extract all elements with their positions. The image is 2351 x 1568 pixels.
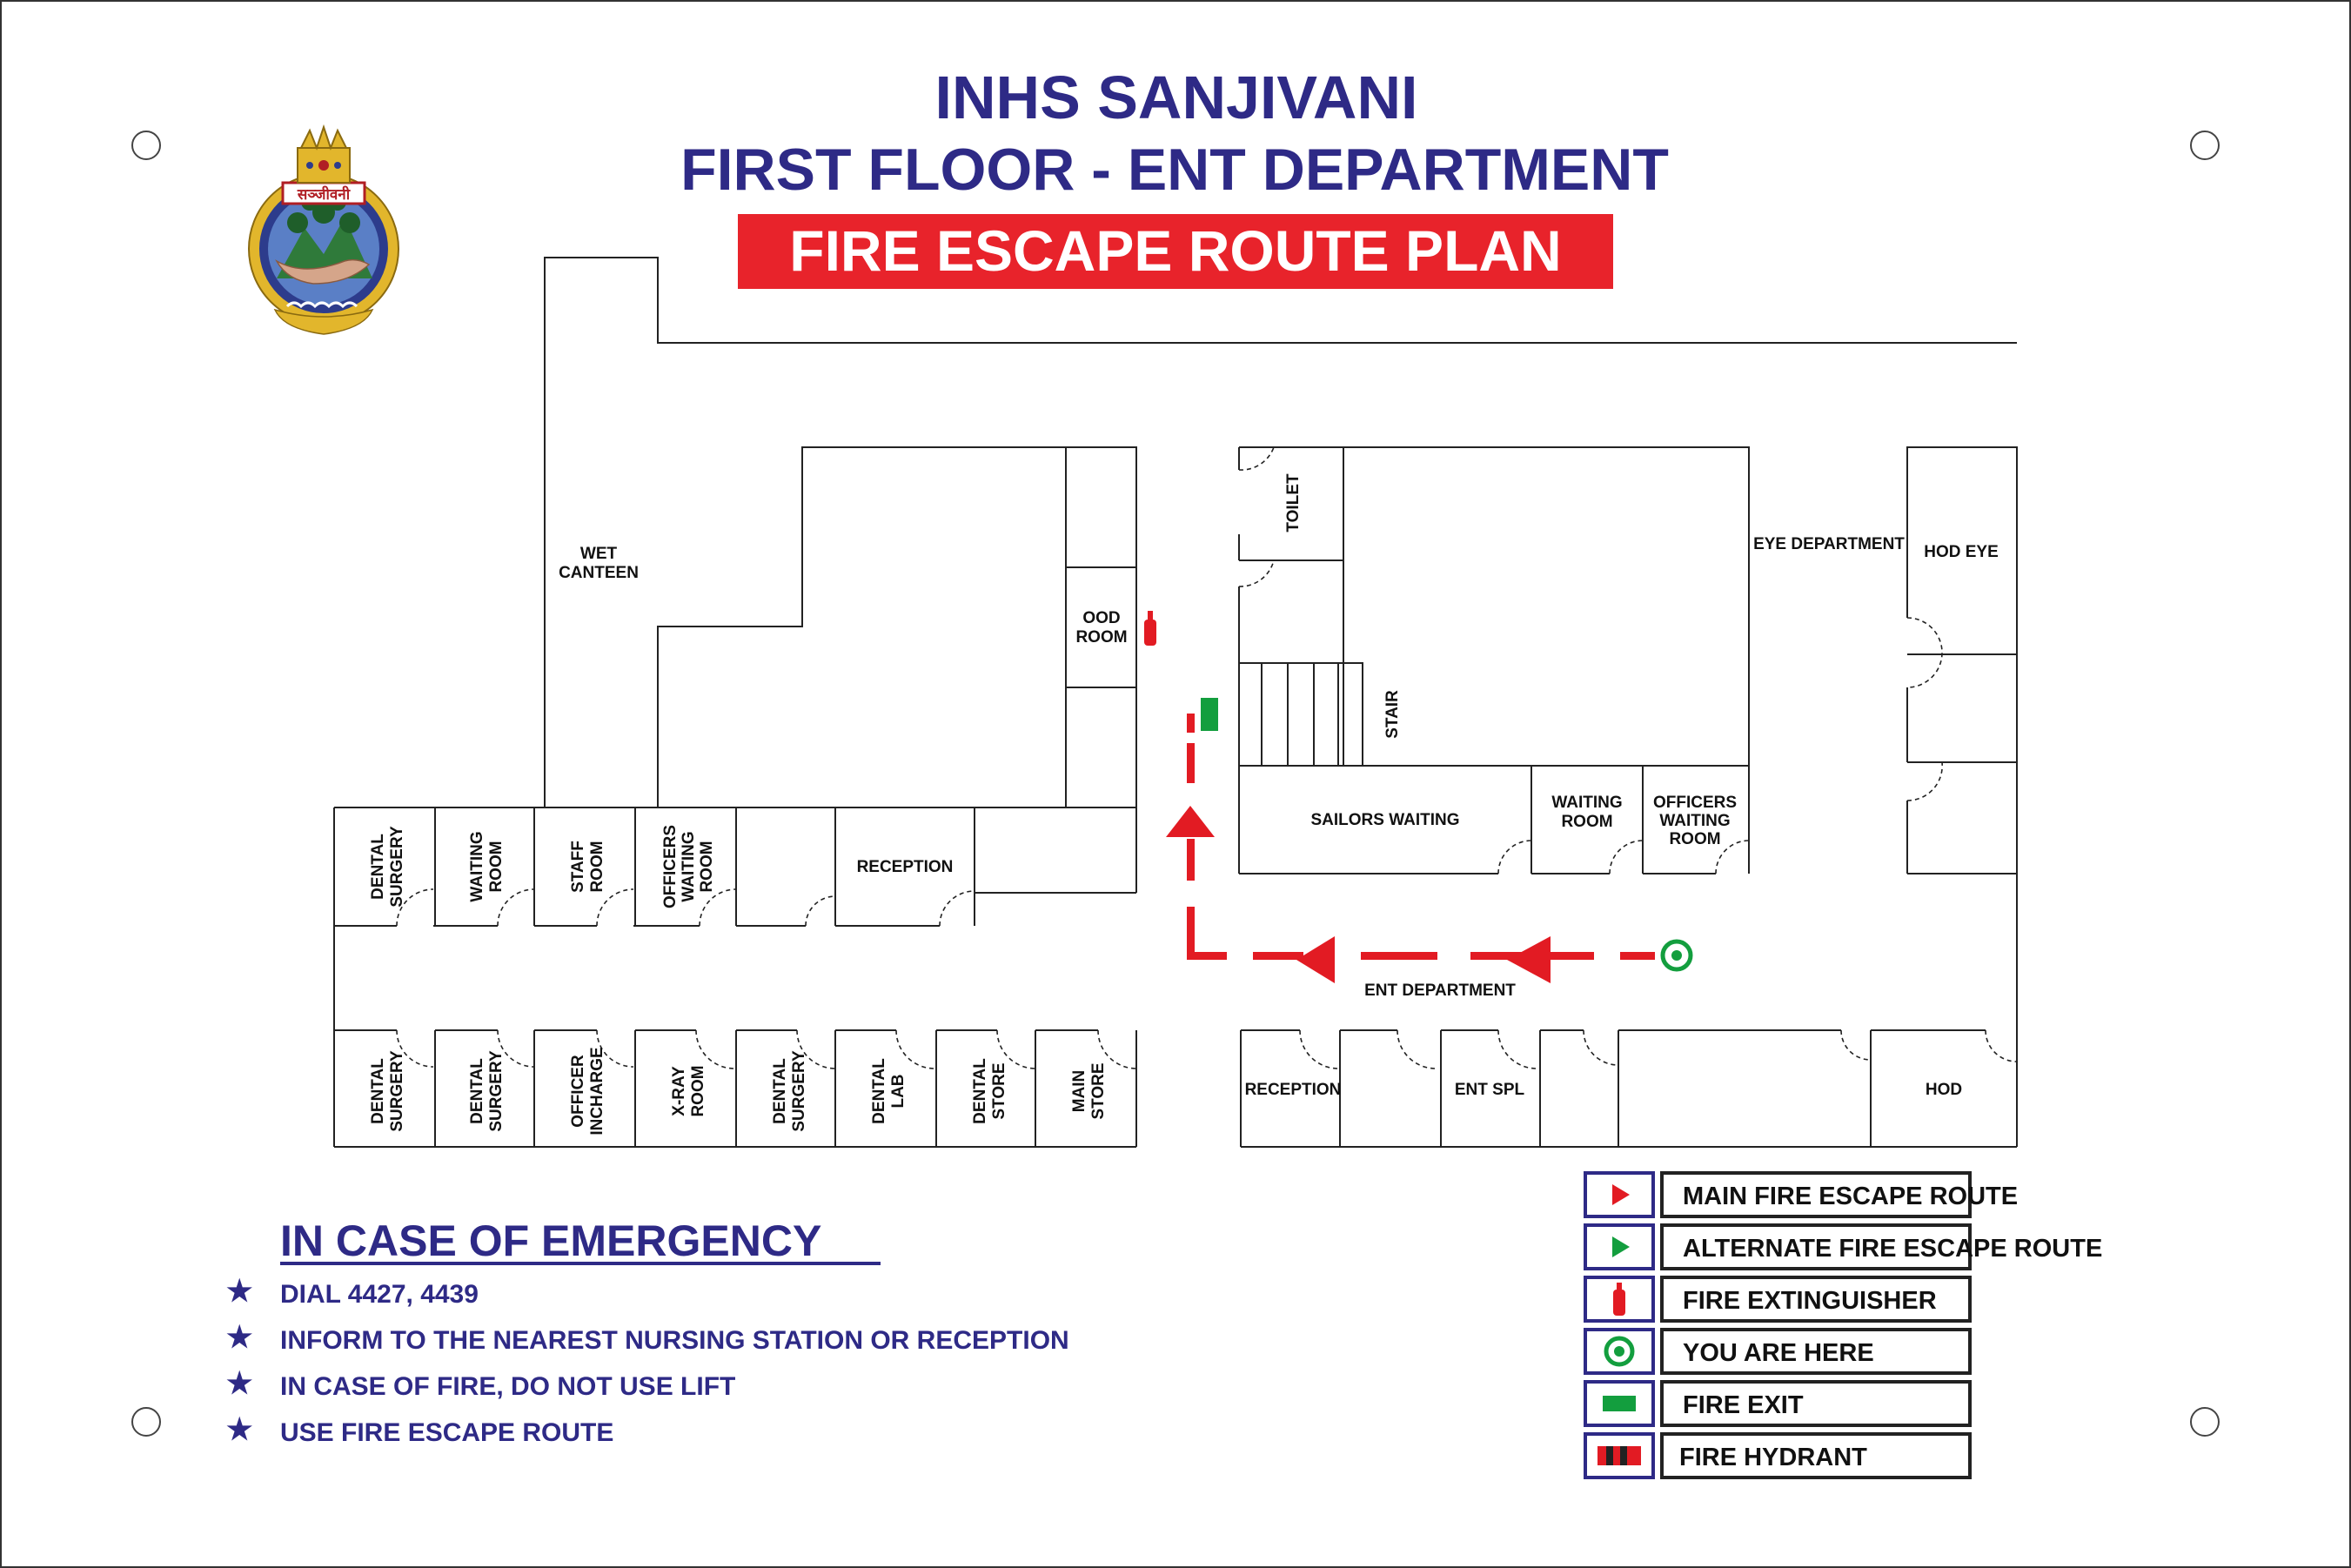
room-label-reception: RECEPTION <box>1245 1081 1342 1099</box>
banner-title: FIRE ESCAPE ROUTE PLAN <box>789 218 1561 283</box>
room-label-main-store: MAIN <box>1070 1070 1088 1113</box>
room-label-dental-surgery: DENTAL <box>468 1058 486 1124</box>
room-label-officers-waiting-room: OFFICERS <box>1653 794 1737 812</box>
room-label-officers-waiting-room: OFFICERS <box>661 825 680 908</box>
alternate-route-arrow-icon <box>1612 1236 1630 1257</box>
legend-label: MAIN FIRE ESCAPE ROUTE <box>1683 1183 2018 1210</box>
mounting-holes <box>131 131 2220 1437</box>
room-label-hod: HOD <box>1926 1081 1962 1099</box>
fire-exit-icon <box>1603 1396 1636 1411</box>
room-label-waiting-room: WAITING <box>468 831 486 901</box>
room-label-main-store: STORE <box>1089 1062 1108 1119</box>
room-label-toilet: TOILET <box>1284 473 1303 533</box>
legend-label: YOU ARE HERE <box>1683 1339 1874 1367</box>
room-label-officers-waiting-room: ROOM <box>698 841 716 892</box>
room-label-wet-canteen: WET <box>580 545 618 563</box>
emergency-heading: IN CASE OF EMERGENCY <box>280 1216 821 1265</box>
room-label-x-ray-room: X-RAY <box>670 1066 688 1116</box>
room-label-officers-waiting-room: WAITING <box>680 831 698 901</box>
crest-label: सञ्जीवनी <box>297 185 351 204</box>
route-arrow-icon <box>1166 806 1215 837</box>
mounting-hole-icon <box>2190 131 2220 160</box>
room-label-officer-incharge: OFFICER <box>569 1055 587 1128</box>
main-route-arrow-icon <box>1612 1184 1630 1205</box>
fire-extinguisher-icon <box>1613 1283 1625 1316</box>
room-label-officers-waiting-room: ROOM <box>1669 830 1720 848</box>
star-icon: ★ <box>226 1275 252 1308</box>
sign-subtitle: FIRST FLOOR - ENT DEPARTMENT <box>680 137 1669 203</box>
room-label-stair: STAIR <box>1383 690 1402 739</box>
room-label-dental-store: STORE <box>990 1062 1008 1119</box>
floor-plan-walls <box>333 257 2018 1148</box>
emergency-item: USE FIRE ESCAPE ROUTE <box>280 1418 613 1447</box>
mounting-hole-icon <box>131 1407 161 1437</box>
room-label-officers-waiting-room: WAITING <box>1659 812 1730 830</box>
room-label-waiting-room: ROOM <box>487 841 506 892</box>
room-label-waiting-room: WAITING <box>1551 794 1622 812</box>
emergency-instructions: IN CASE OF EMERGENCY ★ DIAL 4427, 4439 ★… <box>226 1216 1069 1447</box>
room-label-dental-lab: DENTAL <box>870 1058 888 1124</box>
you-are-here-icon <box>1604 1336 1635 1367</box>
fire-exit-icon <box>1201 698 1218 731</box>
legend-label: FIRE HYDRANT <box>1679 1444 1867 1471</box>
room-label-ent-spl: ENT SPL <box>1455 1081 1525 1099</box>
emergency-item: INFORM TO THE NEAREST NURSING STATION OR… <box>280 1326 1069 1355</box>
room-label-dental-surgery: SURGERY <box>388 1050 406 1132</box>
fire-extinguisher-icon <box>1144 611 1156 646</box>
room-label-eye-department: EYE DEPARTMENT <box>1753 535 1905 553</box>
room-label-x-ray-room: ROOM <box>689 1065 707 1116</box>
room-label-dental-surgery: DENTAL <box>369 834 387 900</box>
legend: MAIN FIRE ESCAPE ROUTE ALTERNATE FIRE ES… <box>1584 1171 2102 1479</box>
legend-label: FIRE EXIT <box>1683 1391 1804 1419</box>
room-label-dental-surgery: SURGERY <box>487 1050 506 1132</box>
room-label-staff-room: ROOM <box>588 841 606 892</box>
mounting-hole-icon <box>2190 1407 2220 1437</box>
emergency-item: IN CASE OF FIRE, DO NOT USE LIFT <box>280 1372 735 1401</box>
star-icon: ★ <box>226 1413 252 1446</box>
main-escape-route <box>1166 714 1655 983</box>
room-label-hod-eye: HOD EYE <box>1924 543 1999 561</box>
room-label-wet-canteen: CANTEEN <box>559 564 639 582</box>
room-label-dental-lab: LAB <box>889 1074 908 1108</box>
room-label-officer-incharge: INCHARGE <box>588 1047 606 1135</box>
room-label-dental-surgery: DENTAL <box>369 1058 387 1124</box>
room-labels: WET CANTEEN OOD ROOM TOILET STAIR EYE DE… <box>369 473 1999 1136</box>
room-label-reception: RECEPTION <box>857 858 954 876</box>
room-label-dental-surgery: DENTAL <box>771 1058 789 1124</box>
room-label-sailors-waiting: SAILORS WAITING <box>1311 811 1460 829</box>
crest-icon: सञ्जीवनी <box>248 124 399 335</box>
star-icon: ★ <box>226 1321 252 1354</box>
banner-background <box>738 214 1613 289</box>
legend-label: ALTERNATE FIRE ESCAPE ROUTE <box>1683 1235 2102 1263</box>
you-are-here-icon <box>1660 939 1693 972</box>
star-icon: ★ <box>226 1367 252 1400</box>
sign-title: INHS SANJIVANI <box>935 64 1418 131</box>
room-label-waiting-room: ROOM <box>1561 813 1612 831</box>
room-label-ent-department: ENT DEPARTMENT <box>1364 982 1516 1000</box>
room-label-dental-surgery: SURGERY <box>388 826 406 908</box>
route-arrow-icon <box>1296 936 1335 983</box>
door-swings <box>396 446 2018 1069</box>
mounting-hole-icon <box>131 131 161 160</box>
legend-label: FIRE EXTINGUISHER <box>1683 1287 1937 1315</box>
room-label-staff-room: STAFF <box>569 841 587 893</box>
fire-hydrant-icon <box>1597 1446 1641 1465</box>
emergency-item: DIAL 4427, 4439 <box>280 1280 479 1309</box>
room-label-dental-store: DENTAL <box>971 1058 989 1124</box>
room-label-ood-room: OOD <box>1082 609 1120 627</box>
room-label-ood-room: ROOM <box>1075 628 1127 647</box>
room-label-dental-surgery: SURGERY <box>790 1050 808 1132</box>
